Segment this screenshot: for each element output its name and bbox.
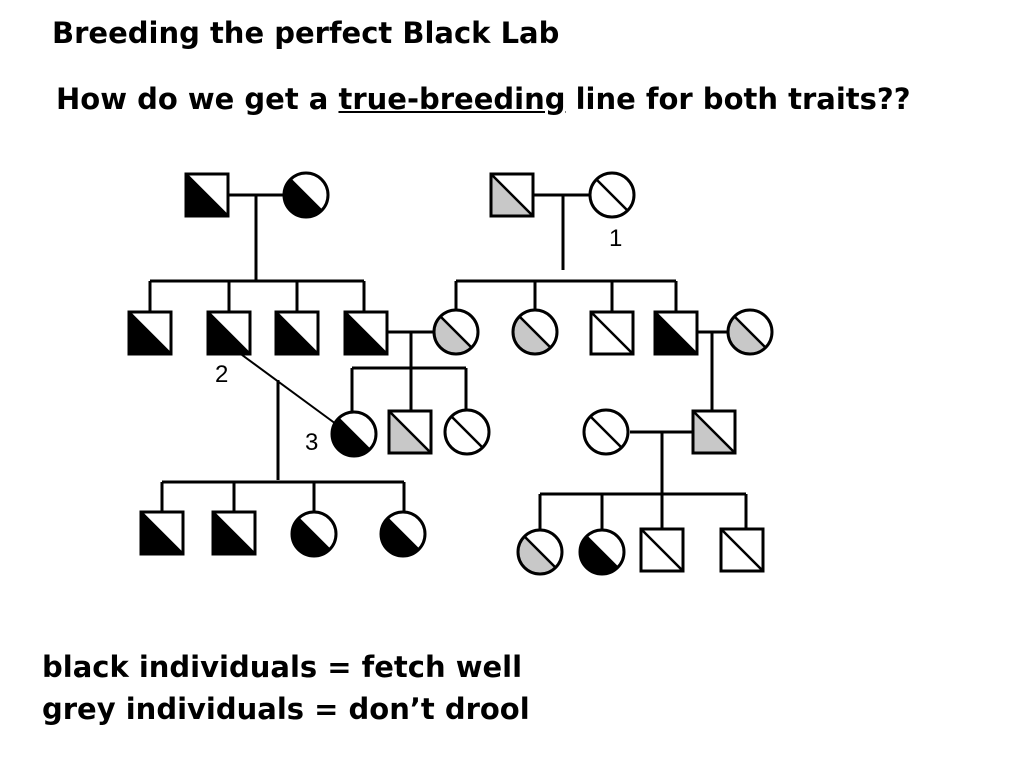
individual-diagonal [284, 173, 328, 217]
pedigree-diagram: 1 2 3 [127, 171, 774, 576]
individual-outline [184, 172, 230, 218]
individual-diagonal [655, 312, 697, 354]
individual-diagonal [584, 410, 628, 454]
individual-outline [489, 172, 535, 218]
individual-outline [589, 310, 635, 356]
individual-outline [139, 510, 185, 556]
label-three: 3 [305, 429, 318, 456]
individual-diagonal [129, 312, 171, 354]
individual-outline [211, 510, 257, 556]
individual-diagonal [389, 411, 431, 453]
individual-g3-m1 [387, 409, 433, 455]
pedigree-individuals [127, 171, 774, 576]
individual-diagonal [276, 312, 318, 354]
individual-outline [511, 308, 559, 356]
individual-diagonal [518, 530, 562, 574]
individual-outline [582, 408, 630, 456]
legend: black individuals = fetch well grey indi… [42, 646, 530, 730]
individual-outline [290, 510, 338, 558]
individual-g4-m4 [719, 527, 765, 573]
individual-outline [691, 409, 737, 455]
individual-outline [274, 310, 320, 356]
individual-outline [578, 528, 626, 576]
individual-diagonal [208, 312, 250, 354]
individual-g1b-sire [489, 172, 535, 218]
individual-diagonal [141, 512, 183, 554]
individual-outline [330, 410, 378, 458]
individual-diagonal [728, 310, 772, 354]
individual-outline [719, 527, 765, 573]
individual-diagonal [332, 412, 376, 456]
individual-diagonal [693, 411, 735, 453]
individual-diagonal [292, 512, 336, 556]
individual-diagonal [491, 174, 533, 216]
individual-outline [588, 171, 636, 219]
legend-grey: grey individuals = don’t drool [42, 692, 530, 726]
label-one: 1 [609, 225, 622, 252]
individual-diagonal [513, 310, 557, 354]
individual-outline [282, 171, 330, 219]
individual-outline [726, 308, 774, 356]
individual-diagonal [591, 312, 633, 354]
individual-outline [443, 408, 491, 456]
individual-outline [653, 310, 699, 356]
label-two: 2 [215, 361, 228, 388]
individual-outline [343, 310, 389, 356]
question-after: line for both traits?? [565, 82, 911, 116]
pedigree-lines [148, 193, 748, 530]
individual-diagonal [434, 310, 478, 354]
individual-g2-m3 [274, 310, 320, 356]
individual-diagonal [186, 174, 228, 216]
individual-g4-m2 [211, 510, 257, 556]
individual-diagonal [721, 529, 763, 571]
question-before: How do we get a [56, 82, 339, 116]
individual-diagonal [641, 529, 683, 571]
individual-g1-sire [184, 172, 230, 218]
page-title: Breeding the perfect Black Lab [52, 16, 560, 50]
legend-black: black individuals = fetch well [42, 650, 523, 684]
individual-g3-f1 [330, 410, 378, 458]
individual-outline [379, 510, 427, 558]
individual-diagonal [213, 512, 255, 554]
question-underlined: true-breeding [338, 82, 566, 116]
question-text: How do we get a true-breeding line for b… [56, 82, 911, 116]
individual-diagonal [445, 410, 489, 454]
individual-outline [516, 528, 564, 576]
individual-g4-m3 [639, 527, 685, 573]
individual-diagonal [590, 173, 634, 217]
individual-g2-m1 [127, 310, 173, 356]
individual-outline [387, 409, 433, 455]
individual-diagonal [345, 312, 387, 354]
individual-outline [639, 527, 685, 573]
individual-g2-m2 [206, 310, 252, 356]
individual-outline [432, 308, 480, 356]
individual-diagonal [381, 512, 425, 556]
individual-g2-m5 [589, 310, 635, 356]
individual-g2-m4 [343, 310, 389, 356]
individual-diagonal [580, 530, 624, 574]
individual-outline [206, 310, 252, 356]
individual-g2-m6 [653, 310, 699, 356]
individual-g3-m2 [691, 409, 737, 455]
individual-g4-m1 [139, 510, 185, 556]
individual-outline [127, 310, 173, 356]
